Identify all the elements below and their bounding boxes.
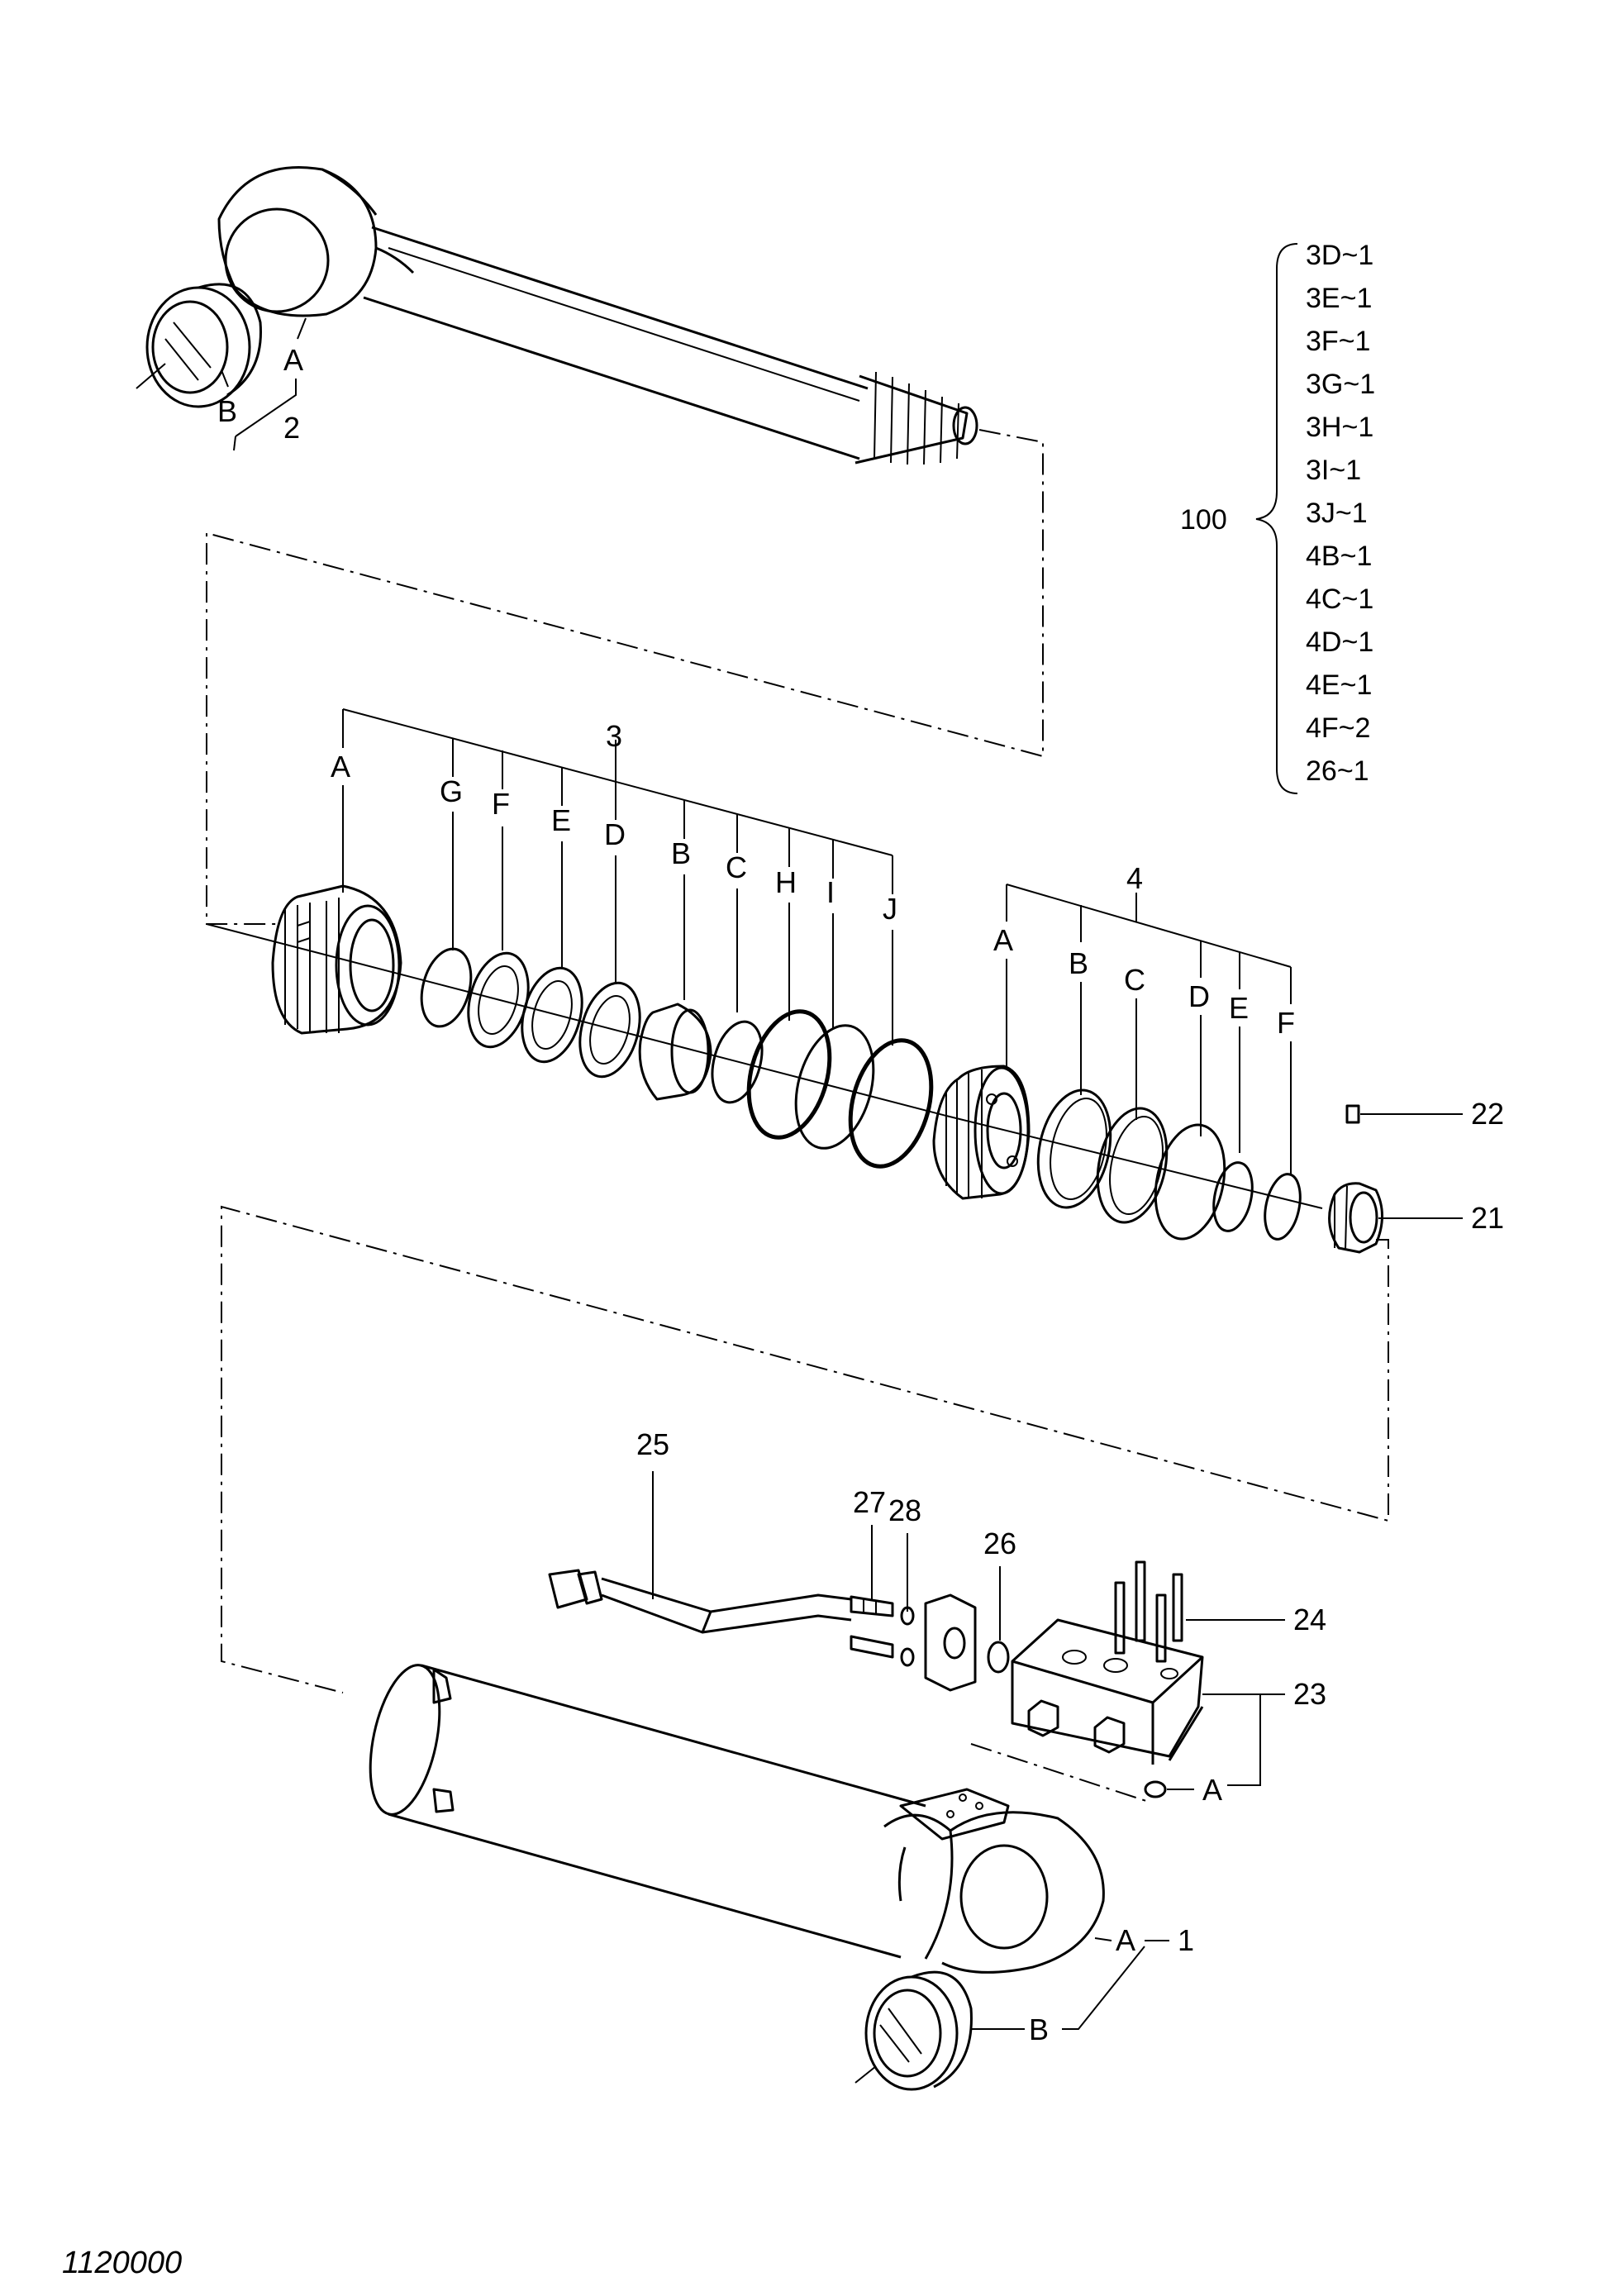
piston-letter-i: I <box>826 875 835 909</box>
seal-kit-item: 4E~1 <box>1306 669 1372 701</box>
bolt-27 <box>850 1595 894 1659</box>
piston-rod <box>136 166 978 465</box>
wear-ring-4d <box>1154 1123 1226 1241</box>
callout-23a: A <box>1202 1773 1222 1807</box>
callout-26: 26 <box>983 1527 1016 1560</box>
bushing-3b <box>638 1003 712 1101</box>
callout-24: 24 <box>1293 1603 1326 1636</box>
seal-kit-list: 3D~1 3E~1 3F~1 3G~1 3H~1 3I~1 3J~1 4B~1 4C~1 4D~1… <box>1306 240 1375 787</box>
tube-label-a: A <box>1116 1923 1135 1957</box>
piston-seal-letter-a: A <box>993 923 1013 957</box>
piston-letter-f: F <box>492 787 510 821</box>
piston-seal-letter-c: C <box>1124 963 1145 997</box>
rod-labels: A B 2 <box>217 317 307 451</box>
wear-ring-4b <box>1036 1088 1112 1209</box>
piston-letter-g: G <box>440 774 463 808</box>
piston-seal-bracket <box>1006 884 1292 1004</box>
nut-21 <box>1328 1182 1383 1254</box>
piston-letter-e: E <box>551 803 571 837</box>
callout-23: 23 <box>1293 1677 1326 1711</box>
snap-ring-4f <box>1264 1173 1302 1241</box>
piston-seal-letter-d: D <box>1188 979 1210 1013</box>
piston-letter-j: J <box>883 892 897 926</box>
assembly-line-rod <box>206 429 1044 925</box>
piston-letter-a: A <box>331 750 350 784</box>
seal-kit-item: 3H~1 <box>1306 412 1373 443</box>
seal-kit-number: 100 <box>1180 504 1227 536</box>
piston-letter-d: D <box>604 817 626 851</box>
seal-4c <box>1096 1107 1169 1224</box>
piston-seal-letter-e: E <box>1229 991 1249 1025</box>
o-ring-23a <box>1144 1780 1167 1798</box>
ring-4e <box>1212 1161 1254 1232</box>
seal-3d <box>578 981 641 1079</box>
snap-ring-3g <box>420 947 473 1028</box>
rod-label-a: A <box>283 343 303 377</box>
o-ring-3j <box>848 1038 934 1169</box>
bolts-24 <box>1114 1560 1183 1663</box>
piston-seal-number: 4 <box>1126 861 1143 895</box>
valve-block-23 <box>1011 1618 1204 1765</box>
callout-21: 21 <box>1471 1201 1504 1235</box>
seal-3e <box>521 966 583 1064</box>
piston-group-number: 3 <box>606 719 622 753</box>
piston-seal-letter-f: F <box>1277 1006 1295 1040</box>
piston-group-bracket <box>342 708 893 894</box>
seal-kit-item: 4B~1 <box>1306 541 1372 572</box>
pipe-25 <box>548 1569 852 1634</box>
seal-kit-item: 4D~1 <box>1306 626 1373 658</box>
flange-plate <box>924 1593 977 1692</box>
seal-kit-item: 3D~1 <box>1306 240 1373 271</box>
seal-kit-item: 4F~2 <box>1306 712 1370 744</box>
callout-28: 28 <box>888 1493 921 1527</box>
drawing-code: 1120000 <box>62 2246 182 2280</box>
cylinder-tube <box>369 1664 1105 1974</box>
seal-kit-item: 3E~1 <box>1306 283 1372 314</box>
assembly-line-block <box>970 1743 1150 1803</box>
set-screw-22 <box>1345 1104 1360 1124</box>
piston-letter-c: C <box>726 850 747 884</box>
seal-kit-item: 3F~1 <box>1306 326 1370 357</box>
tube-number: 1 <box>1178 1923 1194 1957</box>
seal-kit-item: 4C~1 <box>1306 584 1373 615</box>
seal-kit-item: 3G~1 <box>1306 369 1375 400</box>
seal-kit-bracket <box>1255 243 1298 794</box>
piston-letter-b: B <box>671 836 691 870</box>
callout-25: 25 <box>636 1427 669 1461</box>
seal-kit-item: 3J~1 <box>1306 498 1368 529</box>
rod-number: 2 <box>283 411 300 445</box>
callout-22: 22 <box>1471 1097 1504 1131</box>
piston-seal-letter-b: B <box>1069 946 1088 980</box>
seal-kit-item: 26~1 <box>1306 755 1369 787</box>
rod-gland <box>271 884 402 1035</box>
rod-label-b: B <box>217 394 237 428</box>
callout-27: 27 <box>853 1485 886 1519</box>
seal-kit-item: 3I~1 <box>1306 455 1361 486</box>
tube-label-b: B <box>1029 2013 1049 2046</box>
piston-letter-h: H <box>775 865 797 899</box>
tube-labels: A 1 B <box>971 1923 1194 2046</box>
piston-4a <box>932 1065 1031 1200</box>
tube-bushing <box>854 1970 973 2091</box>
washer-28 <box>900 1606 915 1667</box>
assembly-line-tube <box>221 1205 1389 1693</box>
o-ring-26 <box>987 1641 1010 1674</box>
